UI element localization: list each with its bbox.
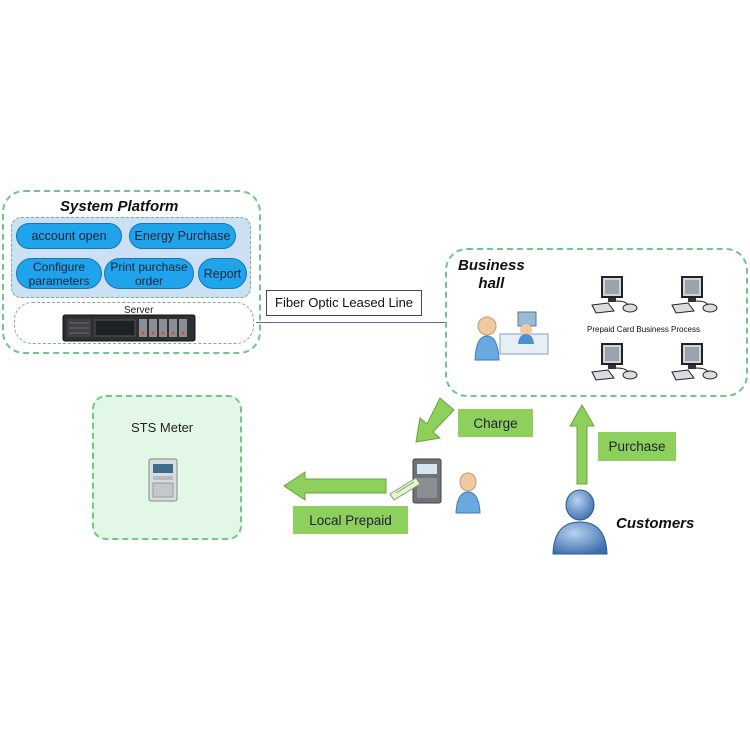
purchase-arrow: [569, 403, 595, 485]
business-hall-title-line2: hall: [478, 275, 505, 292]
computer-icon: [670, 275, 720, 315]
customer-icon: [550, 488, 610, 556]
report-button[interactable]: Report: [198, 258, 247, 289]
energy-purchase-button[interactable]: Energy Purchase: [129, 223, 236, 249]
system-platform-title: System Platform: [60, 198, 179, 215]
energy-purchase-label: Energy Purchase: [134, 229, 231, 243]
configure-parameters-label-line2: parameters: [28, 273, 90, 288]
print-purchase-order-button[interactable]: Print purchase order: [104, 258, 194, 289]
purchase-label: Purchase: [598, 432, 676, 461]
computer-icon: [590, 275, 640, 315]
system-platform-panel: [2, 190, 261, 354]
server-label: Server: [124, 305, 154, 316]
business-hall-title: Business hall: [458, 257, 525, 293]
customers-label: Customers: [616, 515, 695, 532]
local-prepaid-arrow: [283, 471, 387, 501]
sts-meter-title: STS Meter: [131, 420, 194, 435]
account-open-button[interactable]: account open: [16, 223, 122, 249]
configure-parameters-button[interactable]: Configure parameters: [16, 258, 102, 289]
account-open-label: account open: [31, 229, 107, 243]
computer-icon: [670, 342, 720, 382]
fiber-line-label: Fiber Optic Leased Line: [266, 290, 423, 316]
print-purchase-order-label-line1: Print purchase: [110, 259, 188, 274]
meter-icon: [148, 458, 178, 502]
configure-parameters-label-line1: Configure: [32, 259, 86, 274]
person-icon: [454, 472, 482, 514]
business-hall-panel: [445, 248, 748, 397]
prepaid-process-label: Prepaid Card Business Process: [587, 325, 700, 334]
server-icon: [62, 314, 196, 342]
charge-arrow: [415, 397, 455, 443]
clerk-icon: [474, 310, 554, 362]
card-icon: [388, 476, 422, 501]
server-group: [14, 302, 254, 344]
meter-icon: [412, 458, 442, 504]
computer-icon: [590, 342, 640, 382]
report-label: Report: [203, 266, 242, 281]
business-hall-title-line1: Business: [458, 257, 525, 274]
charge-label: Charge: [458, 409, 533, 437]
fiber-line-connector: [256, 322, 446, 323]
local-prepaid-label: Local Prepaid: [293, 506, 408, 534]
print-purchase-order-label-line2: order: [134, 273, 163, 288]
